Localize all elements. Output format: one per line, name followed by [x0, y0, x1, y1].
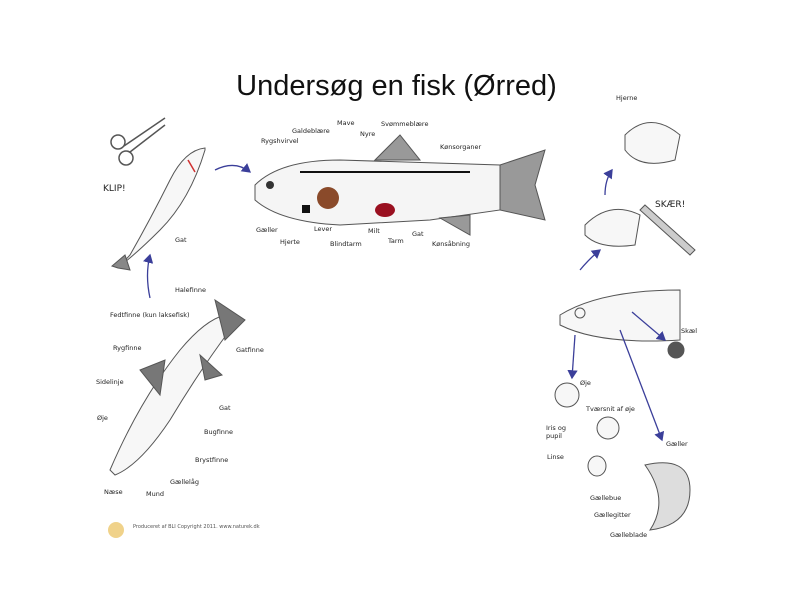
label-tarm: Tarm	[388, 237, 404, 245]
external-fish-drawing	[109, 298, 246, 476]
label-hjerne: Hjerne	[616, 94, 638, 102]
skaer-label: SKÆR!	[655, 200, 686, 210]
label-naese: Næse	[104, 488, 123, 496]
label-tvaersnit: Tværsnit af øje	[586, 405, 635, 413]
label-gat: Gat	[412, 230, 424, 238]
publisher-logo	[108, 522, 124, 538]
label-gaelleblade: Gælleblade	[610, 531, 648, 539]
label-iris: Iris og pupil	[546, 424, 566, 440]
cut-gat-label: Gat	[175, 236, 187, 244]
label-brystfinne: Brystfinne	[195, 456, 229, 464]
label-eye: Øje	[580, 379, 591, 387]
process-arrows	[143, 163, 666, 442]
label-svoemmeblaere: Svømmeblære	[381, 120, 429, 128]
scissors-icon	[110, 117, 166, 166]
label-mave: Mave	[337, 119, 355, 127]
label-bugfinne: Bugfinne	[204, 428, 234, 436]
head-drawings	[554, 122, 696, 531]
label-galdeblaere: Galdeblære	[292, 127, 330, 135]
label-mund: Mund	[146, 490, 164, 498]
anatomy-fish-drawing	[254, 134, 546, 236]
label-skael: Skæl	[681, 327, 698, 335]
label-linse: Linse	[547, 453, 564, 461]
label-gaellebue: Gællebue	[590, 494, 622, 502]
label-koensorganer: Kønsorganer	[440, 143, 482, 151]
label-gill: Gæller	[666, 440, 688, 448]
label-nyre: Nyre	[360, 130, 376, 138]
klip-label: KLIP!	[103, 184, 126, 194]
label-sidelinje: Sidelinje	[96, 378, 124, 386]
footer-copyright: Produceret af BLI Copyright 2011. www.na…	[133, 524, 260, 530]
label-oeje: Øje	[97, 414, 108, 422]
label-gaellegitter: Gællegitter	[594, 511, 631, 519]
label-gaeller: Gæller	[256, 226, 278, 234]
page-title: Undersøg en fisk (Ørred)	[236, 70, 557, 102]
label-blindtarm: Blindtarm	[330, 240, 362, 248]
cut-fish-drawing	[110, 147, 206, 271]
label-halefinne: Halefinne	[175, 286, 207, 294]
label-ext-gat: Gat	[219, 404, 231, 412]
label-gaellelaag: Gællelåg	[170, 478, 199, 486]
label-hjerte: Hjerte	[280, 238, 300, 246]
label-rygshvirvel: Rygshvirvel	[261, 137, 299, 145]
label-lever: Lever	[314, 225, 333, 233]
label-fedtfinne: Fedtfinne (kun laksefisk)	[110, 311, 190, 319]
label-gatfinne: Gatfinne	[236, 346, 264, 354]
label-rygfinne: Rygfinne	[113, 344, 142, 352]
label-koensaabning: Kønsåbning	[432, 240, 471, 248]
label-milt: Milt	[368, 227, 380, 235]
